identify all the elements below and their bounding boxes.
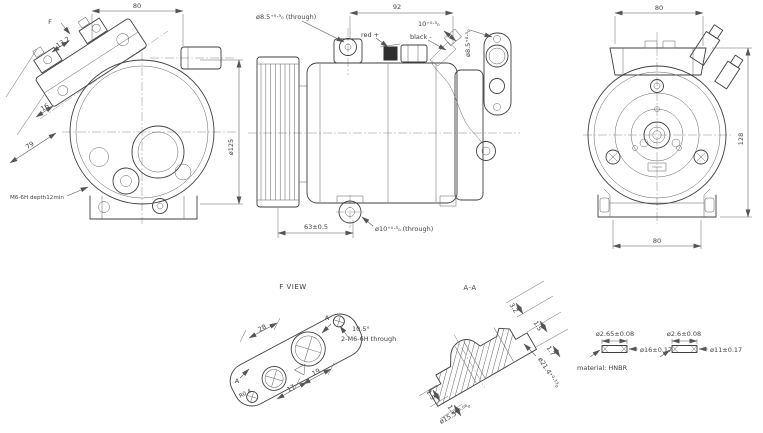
side-top-port [333,38,363,64]
front-dim-79: 79 [24,140,35,151]
side-wire-black-label: black - [410,33,432,41]
side-dim-63: 63±0.5 [304,223,328,231]
rear-dim-80-top: 80 [655,4,663,12]
front-view-arrow-label: F [48,18,52,26]
side-dim-92: 92 [393,3,401,11]
front-view: 80 F 13.2 16 79 M6-6H depth12min ø125 [5,2,243,224]
front-cylinder-head [32,17,147,107]
oring-left-cs-dia: ø2.65±0.08 [596,330,634,338]
front-dia-125: ø125 [227,139,235,155]
rear-dimensions: 80 128 80 [612,4,752,249]
side-dia-8-5-vertical: ø8.5⁺⁰·³₀ [464,29,472,57]
front-body [69,46,222,205]
rear-mounting-feet [597,188,717,218]
f-view-radius: R0.4 [238,388,252,400]
f-view-dim-17: 17 [286,383,297,394]
side-wire-red-label: red + [361,31,379,39]
f-view-title: F VIEW [279,283,306,291]
oring-right-cs-dia: ø2.6±0.08 [667,330,701,338]
oring-left-ring-dia: ø16±0.17 [640,346,672,354]
side-view: ø8.5⁺⁰·³₀ (through) 92 red + black - 10⁺… [248,3,520,238]
oring-right-ring-dia: ø11±0.17 [710,346,742,354]
section-aa-dim-1-5-bottom: 1.5 [425,388,437,401]
f-view-section-a-bottom: A [235,377,240,385]
section-aa-hatching [415,310,522,407]
side-body [306,62,484,207]
rear-dim-80-bottom: 80 [653,237,661,245]
side-rear-ear-plate [483,32,512,116]
side-pulley [256,56,308,208]
side-bottom-port [336,195,364,224]
front-dim-16: 16 [39,102,50,113]
f-view-dim-19: 19 [311,367,322,378]
rear-top-block [609,24,744,90]
oring-spec-left: ø2.65±0.08 ø16±0.17 material: HNBR [577,330,672,372]
f-view-dim-28: 28 [257,323,268,334]
section-aa-dia-15-5: ø15.5⁺⁰·⁰⁸₀ [438,401,472,425]
rear-dim-128: 128 [737,133,745,145]
oring-material-note: material: HNBR [577,364,628,372]
rear-view: 80 128 80 [583,4,752,249]
f-view-dimensions: 28 A 10.5° 2-M6-6H through 19 17 A R0.4 [235,314,396,400]
rear-centerlines [583,32,733,224]
front-dim-13-2: 13.2 [55,35,72,50]
section-aa-dim-1-5-top: 1.5 [532,319,544,332]
front-dim-80: 80 [133,2,141,10]
side-dim-10: 10⁺⁰·³₀ [418,20,440,28]
section-aa-dim-3-2: 3.2 [508,301,520,314]
side-port-top-dia: ø8.5⁺⁰·³₀ (through) [256,13,316,21]
section-aa-detail: A-A [415,280,569,426]
section-aa-title: A-A [463,284,476,292]
f-view-section-a-top: A [325,314,330,322]
oring-spec-right: ø2.6±0.08 ø11±0.17 [659,330,742,358]
side-centerlines [248,28,520,228]
front-thread-note: M6-6H depth12min [10,195,64,201]
front-mounting-foot [89,195,198,220]
rear-body [587,65,727,205]
f-view-thread-note: 2-M6-6H through [341,335,396,343]
f-view-detail: F VIEW 28 A 10.5° 2-M [229,283,396,407]
f-view-angle: 10.5° [352,325,370,333]
side-port-bottom-dia: ø10⁺⁰·³₀ (through) [375,225,433,233]
side-clutch-wire [430,61,496,161]
section-aa-dia-21-4: ø21.4⁺⁰·¹³₀ [536,356,561,390]
side-dimensions: ø8.5⁺⁰·³₀ (through) 92 red + black - 10⁺… [256,3,493,238]
section-aa-dim-1-7-right: 1.7 [545,344,557,357]
